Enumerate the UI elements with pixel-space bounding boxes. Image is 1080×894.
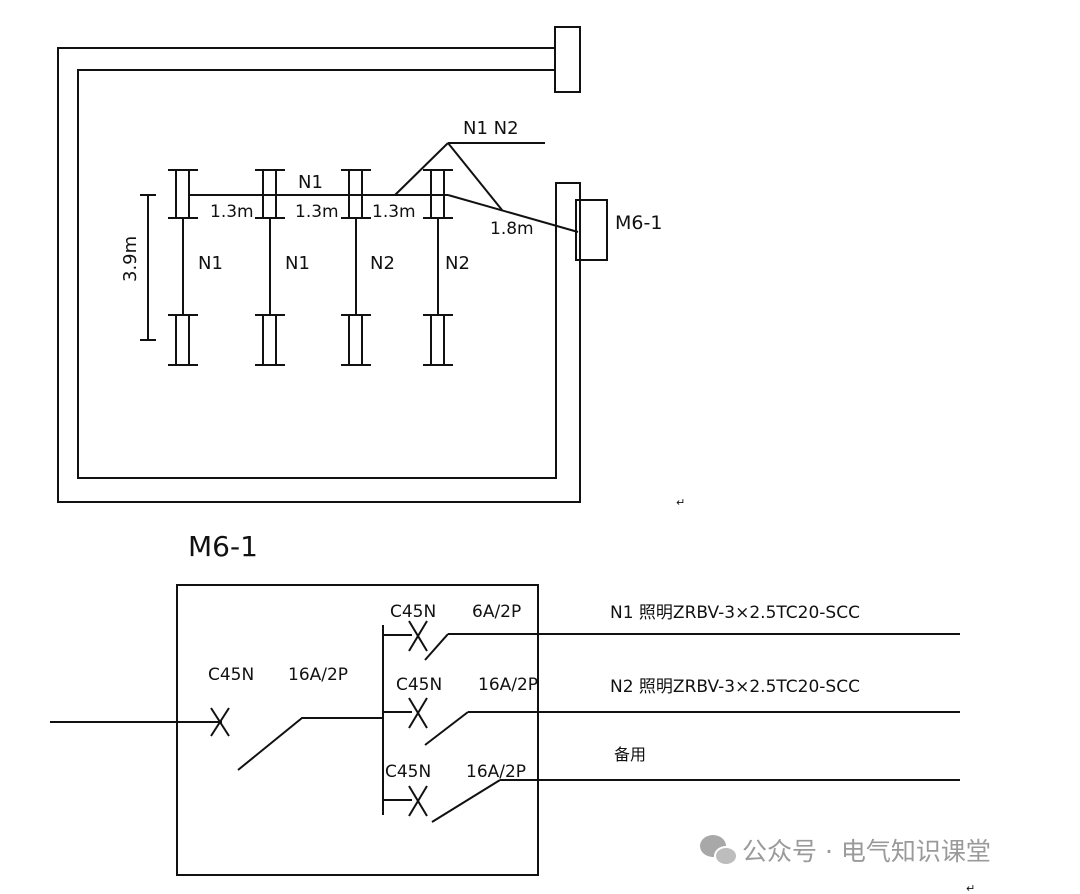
breaker-x-icon [408, 620, 428, 652]
column-circuit-label: N1 [285, 253, 310, 274]
plan-labels: N1 N2 N1 1.3m 1.3m 1.3m 1.8m 3.9m N1 N1 … [120, 118, 685, 509]
wechat-icon [700, 835, 738, 866]
spacing-label: 1.3m [295, 202, 339, 222]
plan-wiring [140, 142, 608, 341]
main-switch-contact [237, 717, 383, 771]
schematic-labels: C45N 16A/2P C45N 6A/2P C45N 16A/2P C45N … [208, 602, 860, 782]
watermark: 公众号 · 电气知识课堂 ↵ [700, 835, 991, 894]
panel-box [575, 199, 608, 261]
branch-switch-contact [424, 711, 469, 746]
breaker-x-icon [408, 785, 428, 817]
room-walls [57, 26, 581, 503]
breaker-x-icon [408, 697, 428, 729]
branch-breaker-model: C45N [385, 762, 431, 782]
breaker-x-icon [210, 707, 230, 737]
panel-enclosure [176, 584, 539, 876]
lamp-column [168, 169, 198, 366]
return-mark: ↵ [676, 496, 685, 509]
branch-switch-contact [431, 779, 501, 823]
run-label: N1 [298, 172, 323, 193]
main-breaker-model: C45N [208, 665, 254, 685]
lamp-column [255, 169, 285, 366]
main-breaker-rating: 16A/2P [288, 665, 348, 685]
branch-breaker-model: C45N [396, 675, 442, 695]
height-label: 3.9m [120, 236, 141, 282]
panel-label: M6-1 [615, 212, 662, 234]
branch-breaker-rating: 16A/2P [478, 675, 538, 695]
spacing-label: 1.3m [372, 202, 416, 222]
circuit-description: N1 照明ZRBV-3×2.5TC20-SCC [610, 603, 860, 623]
watermark-text: 公众号 · 电气知识课堂 [742, 837, 991, 866]
column-circuit-label: N1 [198, 253, 223, 274]
column-circuit-label: N2 [445, 253, 470, 274]
circuit-description: 备用 [614, 745, 646, 764]
branch-switch-contact [424, 633, 449, 661]
schematic-title: M6-1 [188, 530, 258, 563]
branch-breaker-model: C45N [390, 602, 436, 622]
lamp-column [423, 169, 453, 366]
feed-length-label: 1.8m [490, 219, 534, 239]
spacing-label: 1.3m [210, 202, 254, 222]
lamp-column [341, 169, 371, 366]
return-mark: ↵ [966, 882, 975, 894]
conduit-label: N1 N2 [463, 118, 519, 139]
circuit-description: N2 照明ZRBV-3×2.5TC20-SCC [610, 677, 860, 697]
single-line-diagram [50, 584, 960, 876]
branch-breaker-rating: 6A/2P [472, 602, 521, 622]
branch-circuit [383, 779, 960, 823]
column-circuit-label: N2 [370, 253, 395, 274]
branch-breaker-rating: 16A/2P [466, 762, 526, 782]
branch-circuit [383, 620, 960, 661]
wall-column [554, 26, 581, 93]
branch-circuit [383, 697, 960, 746]
